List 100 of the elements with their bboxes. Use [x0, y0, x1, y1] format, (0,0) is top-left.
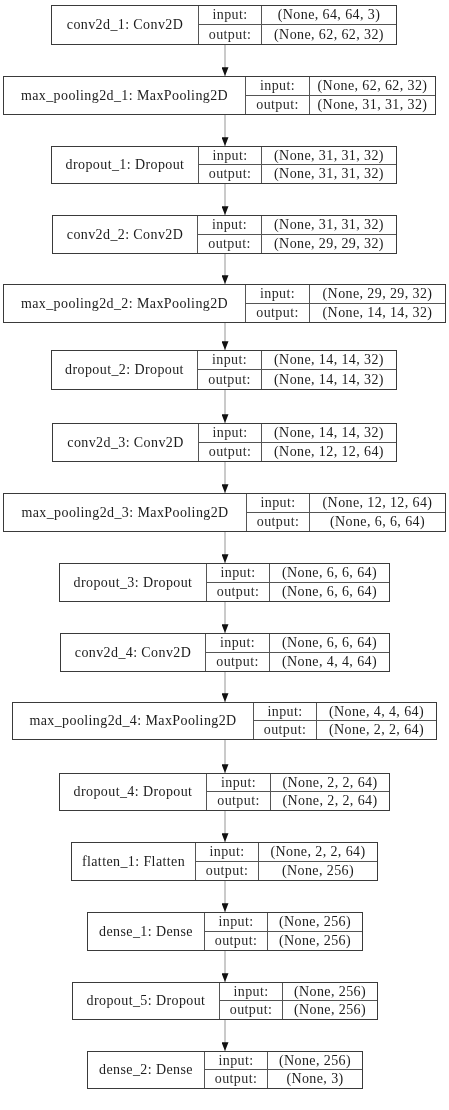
arrow	[221, 1019, 229, 1052]
layer-name: max_pooling2d_2: MaxPooling2D	[4, 285, 246, 322]
layer-name: conv2d_4: Conv2D	[61, 634, 206, 671]
tensor-dims: (None, 14, 14, 32)	[262, 351, 396, 370]
tensor-dims: (None, 256)	[277, 931, 353, 950]
tensor-dims: (None, 256)	[283, 983, 377, 1001]
tensor-dims: (None, 29, 29, 32)	[310, 285, 445, 304]
layer-node	[3, 284, 446, 323]
port-label: output:	[206, 652, 270, 671]
tensor-dims: (None, 4, 4, 64)	[317, 703, 436, 721]
layer-name: dropout_1: Dropout	[52, 147, 199, 183]
port-label: input:	[246, 285, 310, 304]
layer-node	[51, 350, 397, 390]
port-label: output:	[207, 582, 270, 601]
layer-node	[51, 146, 397, 184]
layer-name: flatten_1: Flatten	[72, 843, 196, 880]
tensor-dims: (None, 256)	[268, 1052, 362, 1070]
arrow	[221, 44, 229, 77]
port-label: input:	[247, 494, 310, 513]
tensor-dims: (None, 256)	[268, 913, 362, 932]
port-label: output:	[246, 95, 310, 114]
layer-name: max_pooling2d_3: MaxPooling2D	[4, 494, 247, 531]
tensor-dims: (None, 6, 6, 64)	[270, 634, 389, 653]
layer-node	[12, 702, 437, 740]
port-label: output:	[246, 303, 310, 322]
port-label: input:	[205, 1052, 268, 1070]
port-label: input:	[205, 913, 268, 932]
tensor-dims: (None, 31, 31, 32)	[273, 165, 385, 183]
layer-node	[87, 1051, 363, 1089]
tensor-dims: (None, 12, 12, 64)	[273, 442, 385, 461]
layer-node	[71, 842, 378, 881]
layer-name: dense_2: Dense	[88, 1052, 205, 1088]
arrow	[221, 183, 229, 216]
arrow	[221, 322, 229, 351]
tensor-dims: (None, 14, 14, 32)	[273, 370, 385, 389]
arrow	[221, 810, 229, 843]
tensor-dims: (None, 31, 31, 32)	[262, 216, 396, 235]
port-label: input:	[196, 843, 259, 862]
port-label: output:	[247, 512, 310, 531]
layer-node	[72, 982, 378, 1020]
port-label: input:	[199, 6, 262, 25]
tensor-dims: (None, 2, 2, 64)	[259, 843, 377, 862]
tensor-dims: (None, 64, 64, 3)	[262, 6, 396, 25]
tensor-dims: (None, 3)	[285, 1070, 345, 1088]
port-label: output:	[207, 792, 271, 810]
tensor-dims: (None, 31, 31, 32)	[316, 95, 429, 114]
tensor-dims: (None, 62, 62, 32)	[310, 77, 435, 96]
layer-node	[52, 215, 397, 254]
port-label: output:	[205, 931, 268, 950]
arrow	[221, 671, 229, 703]
tensor-dims: (None, 256)	[292, 1001, 368, 1019]
tensor-dims: (None, 6, 6, 64)	[328, 512, 427, 531]
arrow	[221, 739, 229, 774]
tensor-dims: (None, 14, 14, 32)	[262, 424, 396, 443]
arrow	[221, 461, 229, 494]
layer-name: conv2d_2: Conv2D	[53, 216, 198, 253]
layer-node	[51, 5, 397, 45]
port-label: output:	[254, 721, 317, 739]
port-label: output:	[205, 1070, 268, 1088]
tensor-dims: (None, 256)	[280, 861, 356, 880]
tensor-dims: (None, 29, 29, 32)	[273, 234, 385, 253]
layer-node	[60, 633, 390, 672]
port-label: output:	[199, 442, 262, 461]
port-label: input:	[206, 634, 270, 653]
arrow	[221, 950, 229, 983]
arrow	[221, 389, 229, 424]
arrow	[221, 114, 229, 147]
tensor-dims: (None, 14, 14, 32)	[321, 303, 434, 322]
arrow	[221, 531, 229, 564]
port-label: input:	[246, 77, 310, 96]
port-label: output:	[198, 370, 262, 389]
tensor-dims: (None, 12, 12, 64)	[310, 494, 445, 513]
layer-name: dropout_2: Dropout	[52, 351, 198, 389]
port-label: output:	[196, 861, 259, 880]
layer-node	[59, 563, 390, 602]
layer-node	[3, 76, 436, 115]
port-label: output:	[220, 1001, 283, 1019]
layer-name: max_pooling2d_4: MaxPooling2D	[13, 703, 254, 739]
layer-node	[59, 773, 390, 811]
layer-name: dropout_5: Dropout	[73, 983, 220, 1019]
port-label: input:	[199, 424, 262, 443]
port-label: input:	[198, 216, 262, 235]
tensor-dims: (None, 62, 62, 32)	[273, 25, 385, 44]
layer-name: dropout_3: Dropout	[60, 564, 207, 601]
port-label: output:	[198, 234, 262, 253]
tensor-dims: (None, 2, 2, 64)	[271, 774, 389, 792]
layer-node	[3, 493, 446, 532]
arrow	[221, 601, 229, 634]
port-label: input:	[207, 774, 271, 792]
layer-node	[52, 423, 397, 462]
layer-name: dropout_4: Dropout	[60, 774, 207, 810]
arrow	[221, 253, 229, 285]
tensor-dims: (None, 31, 31, 32)	[262, 147, 396, 165]
arrow	[221, 880, 229, 913]
layer-name: conv2d_1: Conv2D	[52, 6, 199, 44]
tensor-dims: (None, 2, 2, 64)	[327, 721, 426, 739]
tensor-dims: (None, 6, 6, 64)	[280, 582, 379, 601]
layer-name: conv2d_3: Conv2D	[53, 424, 199, 461]
layer-node	[87, 912, 363, 951]
port-label: input:	[254, 703, 317, 721]
